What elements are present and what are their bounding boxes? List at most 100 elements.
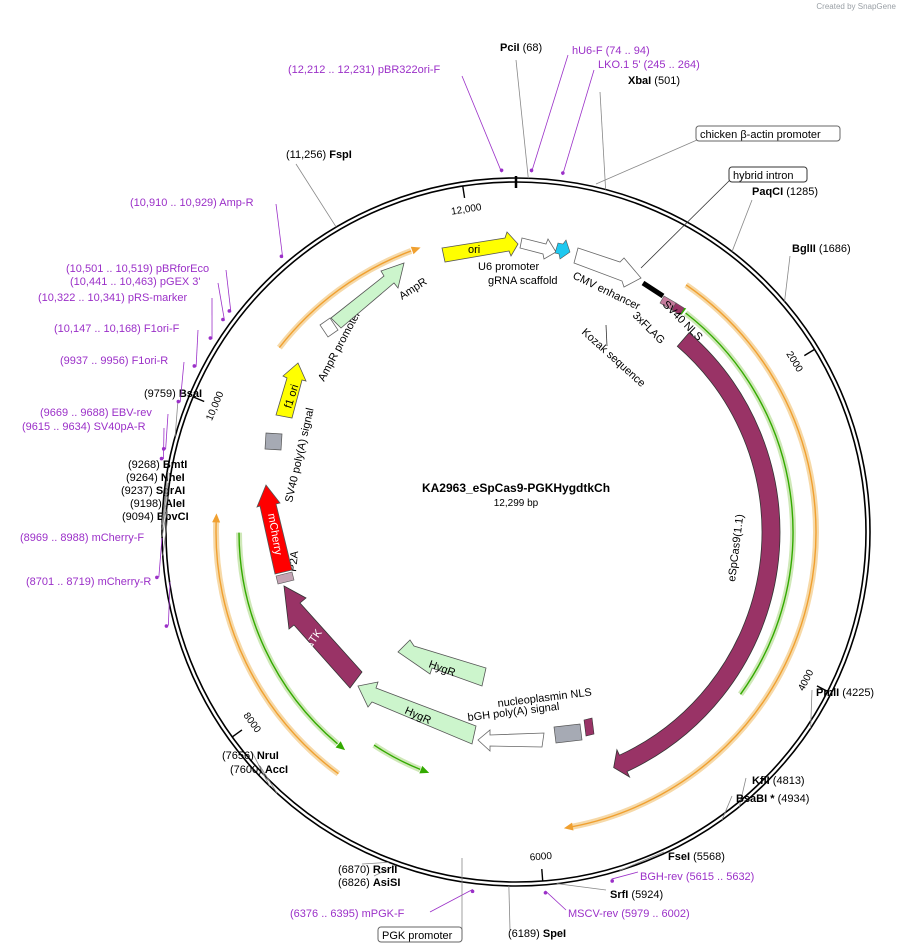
primer-leader — [179, 361, 185, 403]
primer-mark — [227, 309, 232, 313]
ruler-tick-label: 6000 — [529, 851, 552, 864]
ruler-tick-label: 12,000 — [450, 202, 482, 218]
enzyme-leader — [162, 515, 169, 556]
enzyme-leader — [721, 795, 733, 821]
primer-mark — [159, 456, 164, 461]
boxed-label-chicken-beta-actin: chicken β-actin promoter — [595, 125, 841, 185]
primer-label: MSCV-rev (5979 .. 6002) — [568, 908, 690, 920]
primer-label: BGH-rev (5615 .. 5632) — [640, 871, 754, 883]
feature-kozak-label: Kozak sequence — [579, 326, 647, 389]
primer-label: LKO.1 5' (245 .. 264) — [598, 59, 700, 71]
enzyme-leader — [508, 885, 511, 931]
primer-mark — [561, 171, 565, 175]
enzyme-label: (9094) BbvCI — [122, 511, 189, 523]
ruler-tick — [231, 729, 243, 738]
orf-arcs — [212, 246, 819, 831]
primer-label: (9937 .. 9956) F1ori-R — [60, 355, 168, 367]
orf-green-left-head — [335, 741, 346, 751]
primer-mark — [208, 336, 213, 340]
enzyme-leader — [161, 504, 169, 537]
enzyme-leader — [259, 765, 278, 794]
primer-mark — [161, 447, 166, 451]
primer-leader — [275, 203, 284, 258]
primer-mark — [610, 879, 614, 883]
primer-leader — [217, 282, 225, 321]
feature-u6-promoter — [519, 237, 557, 260]
primer-leader — [165, 413, 169, 450]
orf-orange-right — [572, 284, 817, 828]
enzyme-leader — [810, 689, 813, 729]
primer-mark — [499, 168, 504, 173]
feature-sv40-polya-label: SV40 poly(A) signal — [283, 407, 316, 504]
primer-mark — [221, 317, 225, 322]
svg-text:hybrid intron: hybrid intron — [733, 170, 794, 182]
enzyme-label: (9198) AleI — [130, 498, 185, 510]
enzyme-leader — [731, 199, 753, 252]
enzyme-label: KflI (4813) — [752, 775, 805, 787]
ruler-tick-label: 8000 — [241, 711, 263, 736]
boxed-label-pgk-promoter: PGK promoter — [377, 858, 463, 943]
primer-mark — [176, 399, 181, 404]
primer-leader — [195, 329, 199, 367]
svg-text:PGK promoter: PGK promoter — [382, 930, 453, 942]
primer-label: (10,441 .. 10,463) pGEX 3' — [70, 276, 201, 288]
enzyme-leader — [599, 91, 607, 190]
orf-green-right — [685, 312, 794, 695]
enzyme-leader — [515, 59, 529, 179]
feature-sv40-nls — [671, 302, 685, 316]
enzyme-label: PciI (68) — [500, 42, 542, 54]
plasmid-length: 12,299 bp — [494, 498, 539, 509]
enzyme-label: (9268) BmtI — [128, 459, 187, 471]
feature-nucleoplasmin-nls — [583, 717, 595, 737]
enzyme-label: BsaBI * (4934) — [736, 793, 809, 805]
orf-orange-right-head — [563, 822, 574, 831]
enzyme-label: (6189) SpeI — [508, 928, 566, 940]
enzyme-label: PaqCI (1285) — [752, 186, 818, 198]
feature-hygr-1 — [397, 639, 487, 687]
enzyme-leader — [784, 255, 791, 302]
enzyme-label: XbaI (501) — [628, 75, 680, 87]
enzyme-label: BglII (1686) — [792, 243, 851, 255]
ruler-tick-label: 10,000 — [204, 390, 226, 423]
primer-mark — [155, 575, 159, 580]
watermark: Created by SnapGene — [816, 2, 896, 11]
enzyme-label: (6870) RsrII — [338, 864, 397, 876]
enzyme-leader — [174, 399, 179, 437]
primer-mark — [470, 889, 475, 894]
enzyme-label: (11,256) FspI — [286, 149, 352, 161]
primer-mark — [543, 890, 548, 895]
enzyme-leader — [161, 493, 169, 530]
feature-ampr — [330, 262, 405, 329]
orf-orange-right-halo — [571, 282, 819, 830]
primer-label: (10,322 .. 10,341) pRS-marker — [38, 292, 188, 304]
enzyme-label: PmlI (4225) — [816, 687, 874, 699]
primer-label: (9615 .. 9634) SV40pA-R — [22, 421, 146, 433]
primer-label: (10,910 .. 10,929) Amp-R — [130, 197, 254, 209]
primer-leader — [545, 890, 567, 911]
feature-f1-ori — [275, 362, 307, 419]
primer-label: (9669 .. 9688) EBV-rev — [40, 407, 152, 419]
enzyme-leader — [161, 471, 169, 525]
primer-label: (8701 .. 8719) mCherry-R — [26, 576, 151, 588]
orf-orange-left-head — [212, 513, 221, 523]
enzyme-sites: PciI (68) XbaI (501) PaqCI (1285) BglII (16… — [121, 42, 874, 940]
primer-mark — [192, 364, 197, 368]
primer-leader — [225, 269, 232, 313]
feature-delta-tk — [283, 585, 363, 689]
enzyme-label: FseI (5568) — [668, 851, 725, 863]
enzyme-leader — [373, 864, 397, 877]
orf-green-left — [238, 532, 338, 745]
primer-label: (8969 .. 8988) mCherry-F — [20, 532, 144, 544]
enzyme-leader — [295, 163, 337, 228]
orf-green-bottom — [373, 744, 421, 771]
enzyme-label: (7656) NruI — [222, 750, 279, 762]
feature-ori — [441, 231, 519, 263]
ruler-tick — [803, 348, 815, 357]
feature-u6-promoter-label: U6 promoter — [478, 261, 539, 273]
feature-hygr-2 — [357, 681, 477, 745]
primer-leader — [158, 537, 163, 578]
feature-ori-label: ori — [468, 244, 480, 256]
primer-leader — [167, 581, 171, 626]
feature-p2a — [275, 571, 295, 585]
